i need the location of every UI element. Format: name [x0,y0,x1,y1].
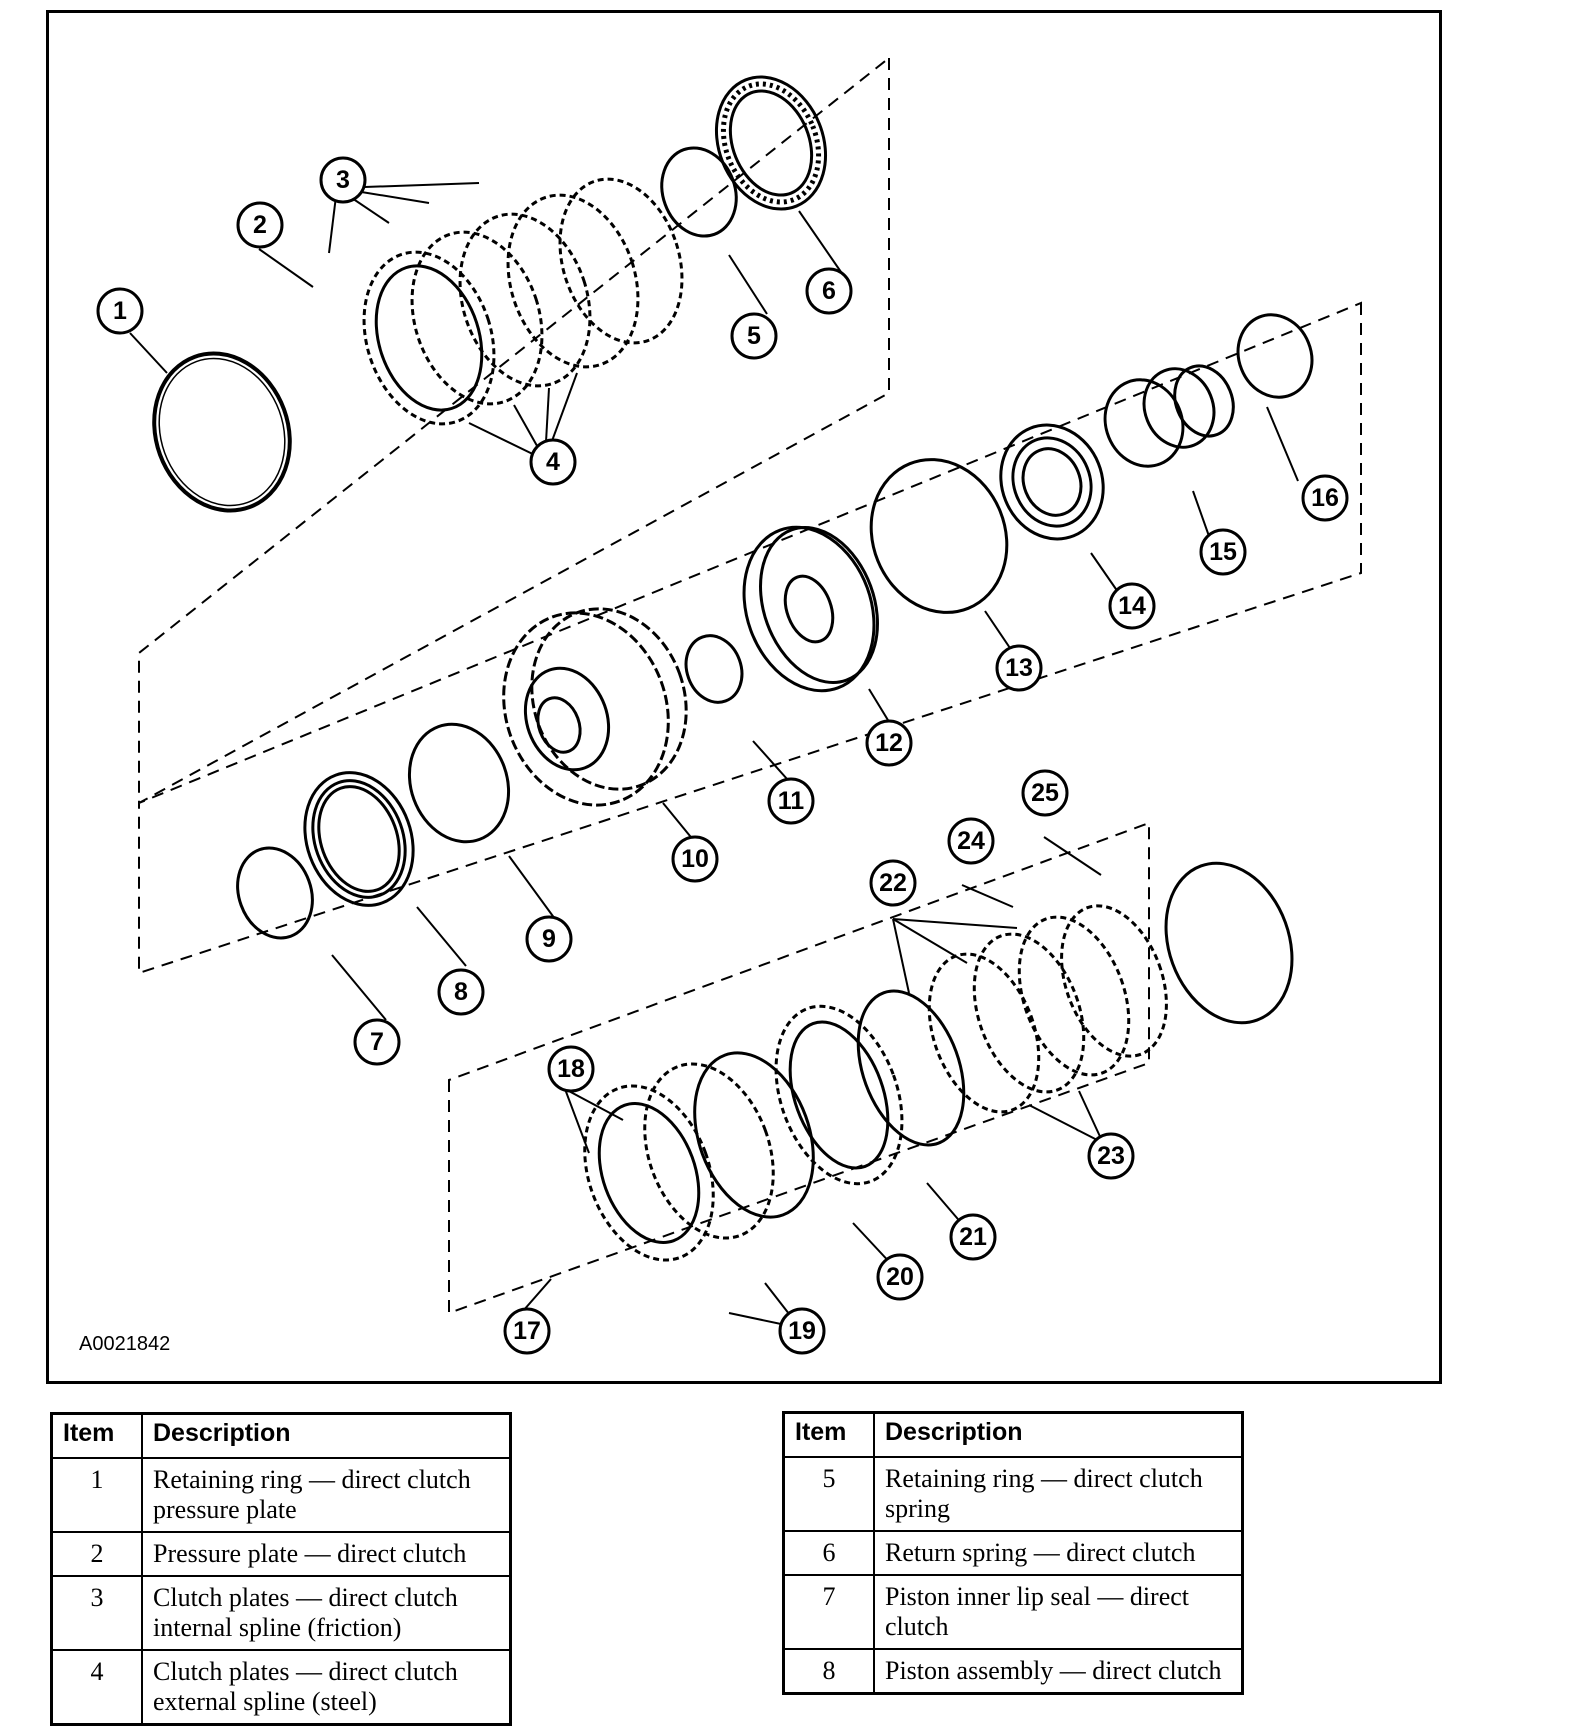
item-number: 6 [782,1530,875,1576]
item-description: Clutch plates — direct clutch internal s… [141,1575,512,1651]
clutch-pack-top [362,177,684,426]
ring-11 [684,634,744,704]
callout-label: 8 [454,978,468,1006]
spring-15 [1103,364,1235,468]
callout-label: 7 [370,1028,384,1056]
callout-label: 1 [113,297,127,325]
item-number: 2 [50,1531,143,1577]
callout-label: 23 [1097,1142,1125,1170]
item-description: Return spring — direct clutch [873,1530,1244,1576]
legend-table-right: Item Description 5 Retaining ring — dire… [782,1411,1244,1695]
pressure-plate-20 [774,1004,904,1186]
item-description: Clutch plates — direct clutch external s… [141,1649,512,1726]
item-description: Retaining ring — direct clutch spring [873,1456,1244,1532]
callout-label: 25 [1031,779,1059,807]
header-description: Description [873,1411,1244,1458]
callout-label: 18 [557,1055,585,1083]
callout-label: 19 [788,1317,816,1345]
callout-label: 9 [542,925,556,953]
item-description: Pressure plate — direct clutch [141,1531,512,1577]
callout-label: 24 [957,827,985,855]
item-number: 8 [782,1648,875,1695]
dashed-group-box-bottom [448,821,1150,1315]
callout-labels: 1 2 3 4 5 6 7 8 9 10 11 12 13 14 15 16 1… [113,166,1339,1345]
callout-label: 20 [886,1263,914,1291]
spring-plate-12 [742,525,879,693]
piston-8 [303,771,415,907]
legend-header-row: Item Description [782,1411,1244,1458]
dashed-group-box-top [138,55,890,805]
item-description: Piston assembly — direct clutch [873,1648,1244,1695]
plate-21 [856,989,966,1147]
hub-10 [502,607,688,807]
header-item: Item [782,1411,875,1458]
callout-label: 13 [1005,654,1033,682]
callout-label: 14 [1118,592,1146,620]
callout-label: 11 [778,787,805,815]
table-row: 8 Piston assembly — direct clutch [782,1648,1244,1695]
table-row: 2 Pressure plate — direct clutch [50,1531,512,1577]
legend-table-left: Item Description 1 Retaining ring — dire… [50,1412,512,1726]
retaining-ring-25 [1164,861,1294,1025]
callout-label: 6 [822,277,836,305]
table-row: 6 Return spring — direct clutch [782,1530,1244,1576]
seal-7 [236,846,314,940]
item-number: 7 [782,1574,875,1650]
clutch-pack-bottom-18-19 [583,1051,815,1262]
item-number: 3 [50,1575,143,1651]
diagram-artwork: 1 2 3 4 5 6 7 8 9 10 11 12 13 14 15 16 1… [96,55,1362,1355]
callout-label: 10 [681,845,709,873]
clutch-pack-bottom-22-24 [927,904,1168,1114]
header-item: Item [50,1412,143,1459]
callout-label: 21 [959,1223,987,1251]
item-number: 5 [782,1456,875,1532]
seal-9 [407,722,511,844]
header-description: Description [141,1412,512,1459]
ring-16 [1236,313,1314,399]
table-row: 5 Retaining ring — direct clutch spring [782,1456,1244,1532]
table-row: 1 Retaining ring — direct clutch pressur… [50,1457,512,1533]
table-row: 7 Piston inner lip seal — direct clutch [782,1574,1244,1650]
table-row: 3 Clutch plates — direct clutch internal… [50,1575,512,1651]
exploded-diagram: 1 2 3 4 5 6 7 8 9 10 11 12 13 14 15 16 1… [46,10,1442,1384]
return-spring-6 [714,75,828,211]
callout-label: 17 [513,1317,541,1345]
leader-lines [129,182,1299,1329]
item-description: Retaining ring — direct clutch pressure … [141,1457,512,1533]
seal-13 [869,458,1009,614]
retaining-ring-1 [152,351,292,513]
callout-label: 4 [546,448,560,476]
callout-label: 5 [747,322,761,350]
item-description: Piston inner lip seal — direct clutch [873,1574,1244,1650]
callout-bubbles [96,156,1349,1355]
callout-label: 16 [1311,484,1339,512]
item-number: 1 [50,1457,143,1533]
table-row: 4 Clutch plates — direct clutch external… [50,1649,512,1726]
callout-label: 3 [336,166,350,194]
callout-label: 15 [1209,538,1237,566]
callout-label: 22 [879,869,907,897]
item-number: 4 [50,1649,143,1726]
callout-label: 12 [875,729,903,757]
piston-14 [999,423,1105,541]
legend-header-row: Item Description [50,1412,512,1459]
figure-id: A0021842 [79,1333,171,1355]
callout-label: 2 [253,211,267,239]
